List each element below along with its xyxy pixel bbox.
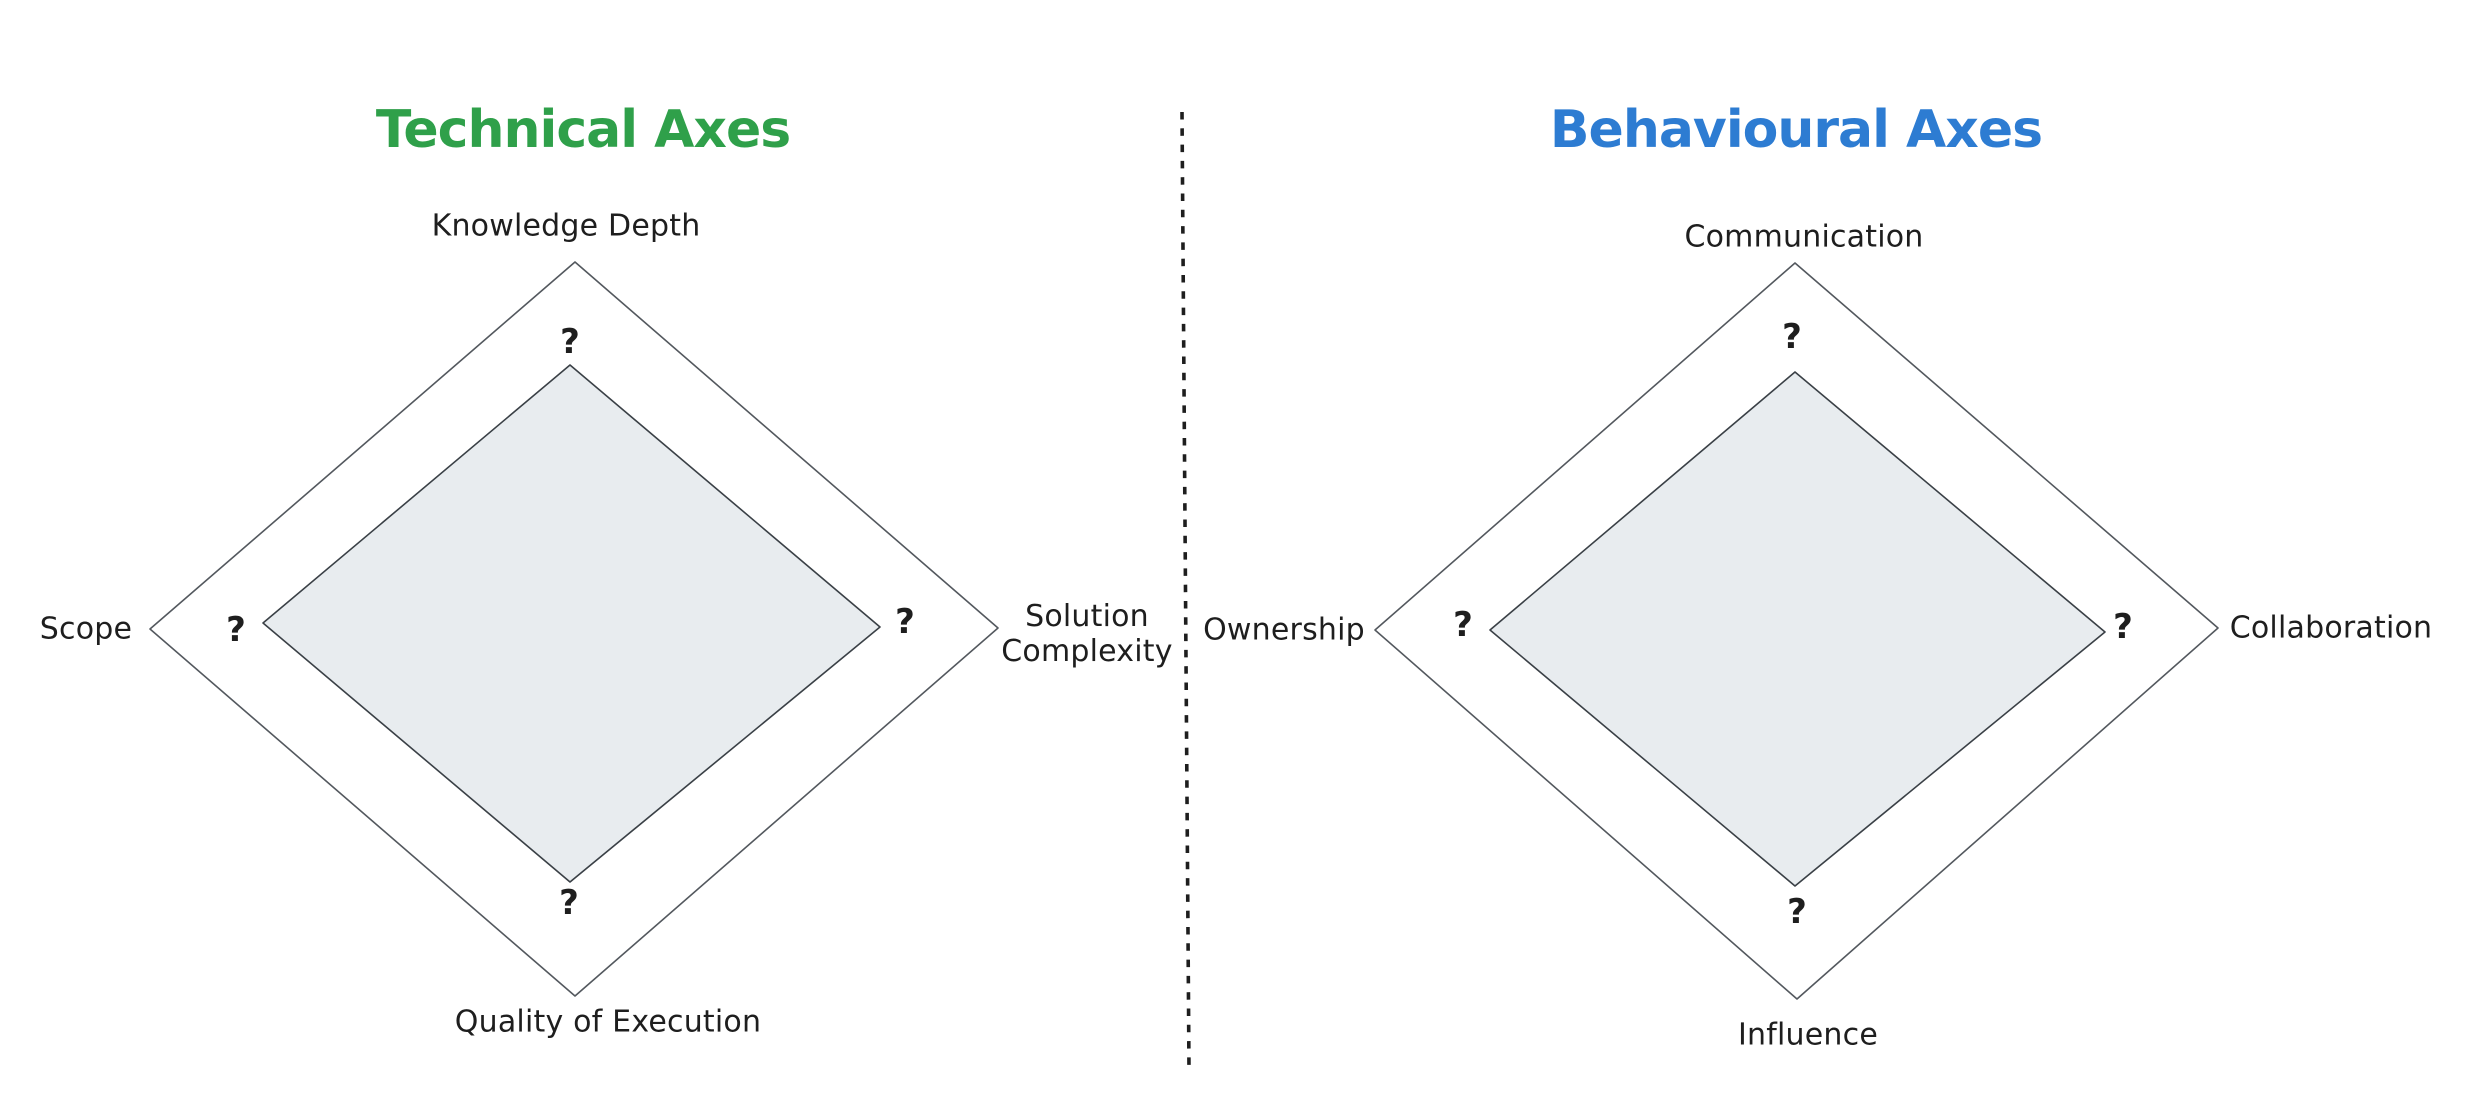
axis-label-scope: Scope — [39, 611, 133, 647]
axis-label-solution-complexity: Solution Complexity — [1001, 599, 1173, 669]
axis-label-quality-of-execution: Quality of Execution — [454, 1004, 762, 1040]
behavioural-inner-diamond — [1489, 371, 2106, 887]
technical-outer-diamond — [149, 261, 999, 997]
technical-value-top-unknown: ? — [560, 322, 580, 362]
axis-label-ownership: Ownership — [1203, 612, 1365, 648]
technical-inner-diamond — [262, 364, 881, 883]
behavioural-value-left-unknown: ? — [1453, 605, 1473, 645]
behavioural-value-top-unknown: ? — [1782, 317, 1802, 357]
dashed-divider-line — [1180, 111, 1191, 1071]
technical-value-left-unknown: ? — [226, 610, 246, 650]
axis-label-collaboration: Collaboration — [2229, 610, 2433, 646]
behavioural-outer-diamond — [1374, 262, 2219, 1000]
behavioural-axes-title: Behavioural Axes — [1549, 100, 2043, 160]
technical-value-right-unknown: ? — [895, 602, 915, 642]
technical-axes-title: Technical Axes — [375, 100, 791, 160]
axis-label-knowledge-depth: Knowledge Depth — [431, 208, 701, 244]
technical-value-bottom-unknown: ? — [559, 883, 579, 923]
axis-label-influence: Influence — [1738, 1017, 1878, 1053]
axis-label-communication: Communication — [1684, 219, 1924, 255]
behavioural-value-bottom-unknown: ? — [1787, 892, 1807, 932]
behavioural-value-right-unknown: ? — [2113, 607, 2133, 647]
